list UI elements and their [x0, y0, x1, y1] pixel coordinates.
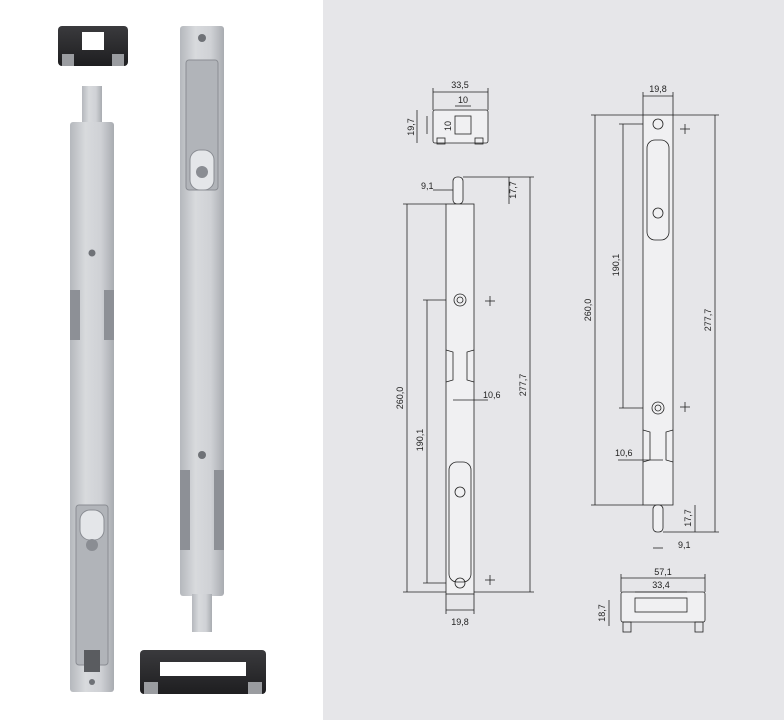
left-total-length-label: 277,7: [518, 374, 528, 397]
top-keeper-drawing: [416, 88, 489, 145]
right-pin-distance-label: 190,1: [611, 254, 621, 277]
left-tip-width-label: 9,1: [421, 181, 434, 191]
product-photos: [58, 26, 266, 694]
left-pin-distance-label: 190,1: [415, 429, 425, 452]
right-hole-spacing-label: 260,0: [583, 299, 593, 322]
bottom-keeper-drawing: [608, 574, 706, 633]
bottom-keeper-height-label: 18,7: [597, 604, 607, 622]
bottom-keeper-photo: [140, 650, 266, 694]
technical-drawing: 33,5 10 10 19,7 9,1 17,7 260,0 190,1 10,…: [395, 80, 719, 633]
right-tip-length-label: 17,7: [683, 509, 693, 527]
bottom-keeper-width-label: 57,1: [654, 567, 672, 577]
top-keeper-height-label: 19,7: [406, 118, 416, 136]
left-notch-width-label: 10,6: [483, 390, 501, 400]
top-keeper-slot-width-label: 10: [458, 95, 468, 105]
photo-panel: [0, 0, 323, 720]
technical-drawing-panel: 33,5 10 10 19,7 9,1 17,7 260,0 190,1 10,…: [323, 0, 784, 720]
right-bolt-drawing: [591, 92, 719, 549]
left-bolt-drawing: [403, 176, 534, 614]
dimension-labels: 33,5 10 10 19,7 9,1 17,7 260,0 190,1 10,…: [395, 80, 713, 627]
left-body-width-label: 19,8: [451, 617, 469, 627]
left-tip-length-label: 17,7: [508, 181, 518, 199]
right-total-length-label: 277,7: [703, 309, 713, 332]
top-keeper-width-label: 33,5: [451, 80, 469, 90]
right-notch-width-label: 10,6: [615, 448, 633, 458]
left-hole-spacing-label: 260,0: [395, 387, 405, 410]
back-bolt-photo: [180, 26, 224, 632]
right-tip-width-label: 9,1: [678, 540, 691, 550]
right-body-width-label: 19,8: [649, 84, 667, 94]
bottom-keeper-slot-width-label: 33,4: [652, 580, 670, 590]
top-keeper-slot-height-label: 10: [443, 121, 453, 131]
top-keeper-photo: [58, 26, 128, 66]
front-bolt-photo: [70, 86, 114, 692]
